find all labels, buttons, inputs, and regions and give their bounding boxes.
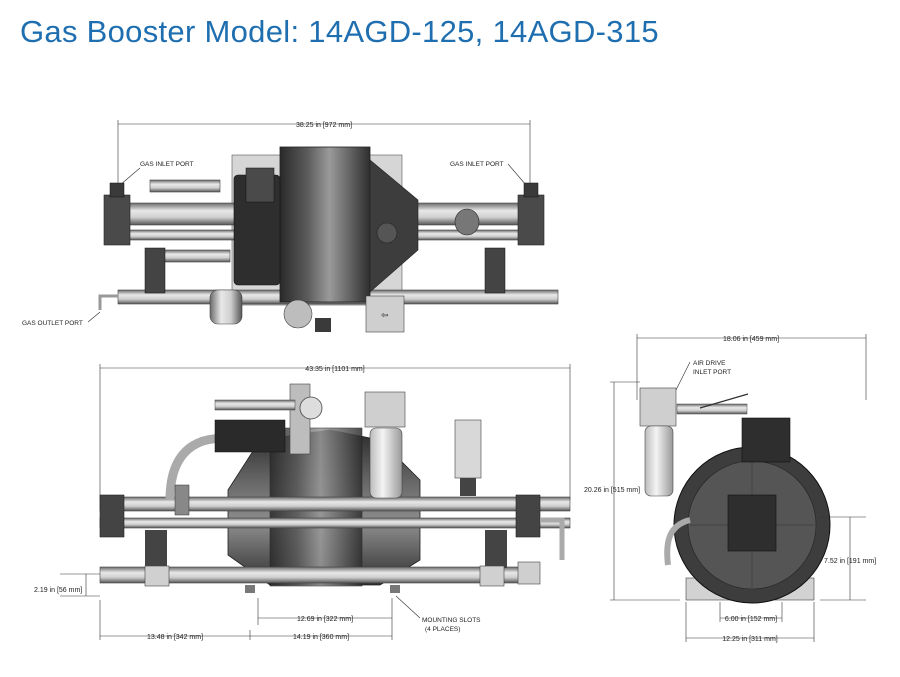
side-overall-width-dim: 18.06 in [459 mm] xyxy=(723,336,779,343)
side-slot-width-dim: 6.00 in [152 mm] xyxy=(725,616,777,623)
slot-spacing-dim: 12.69 in [322 mm] xyxy=(297,616,353,623)
side-base-width-dim: 12.25 in [311 mm] xyxy=(722,636,778,643)
air-drive-port-label: INLET PORT xyxy=(693,369,731,376)
mounting-slots-label: MOUNTING SLOTS xyxy=(422,617,481,624)
slot-to-right-dim: 14.19 in [360 mm] xyxy=(293,634,349,641)
page-title: Gas Booster Model: 14AGD-125, 14AGD-315 xyxy=(20,14,659,49)
front-overall-width-dim: 43.35 in [1101 mm] xyxy=(305,366,364,373)
left-to-slot-dim: 13.48 in [342 mm] xyxy=(147,634,203,641)
air-drive-label: AIR DRIVE xyxy=(693,360,726,367)
side-overall-height-dim: 20.26 in [515 mm] xyxy=(584,487,640,494)
top-overall-width-dim: 38.25 in [972 mm] xyxy=(296,122,352,129)
top-view: 38.25 in [972 mm] ⇦ GAS INLET PORT G xyxy=(22,120,559,333)
gas-outlet-label: GAS OUTLET PORT xyxy=(22,320,83,327)
front-view: 43.35 in [1101 mm] 2.19 xyxy=(34,364,571,641)
front-height-dim: 2.19 in [56 mm] xyxy=(34,587,82,594)
mounting-slots-count-label: (4 PLACES) xyxy=(425,626,460,633)
gas-inlet-right-label: GAS INLET PORT xyxy=(450,161,504,168)
side-view: 18.06 in [459 mm] 20.26 in [515 mm] AIR … xyxy=(584,334,876,643)
side-base-height-dim: 7.52 in [191 mm] xyxy=(824,558,876,565)
svg-text:⇦: ⇦ xyxy=(381,311,389,321)
gas-inlet-left-label: GAS INLET PORT xyxy=(140,161,194,168)
